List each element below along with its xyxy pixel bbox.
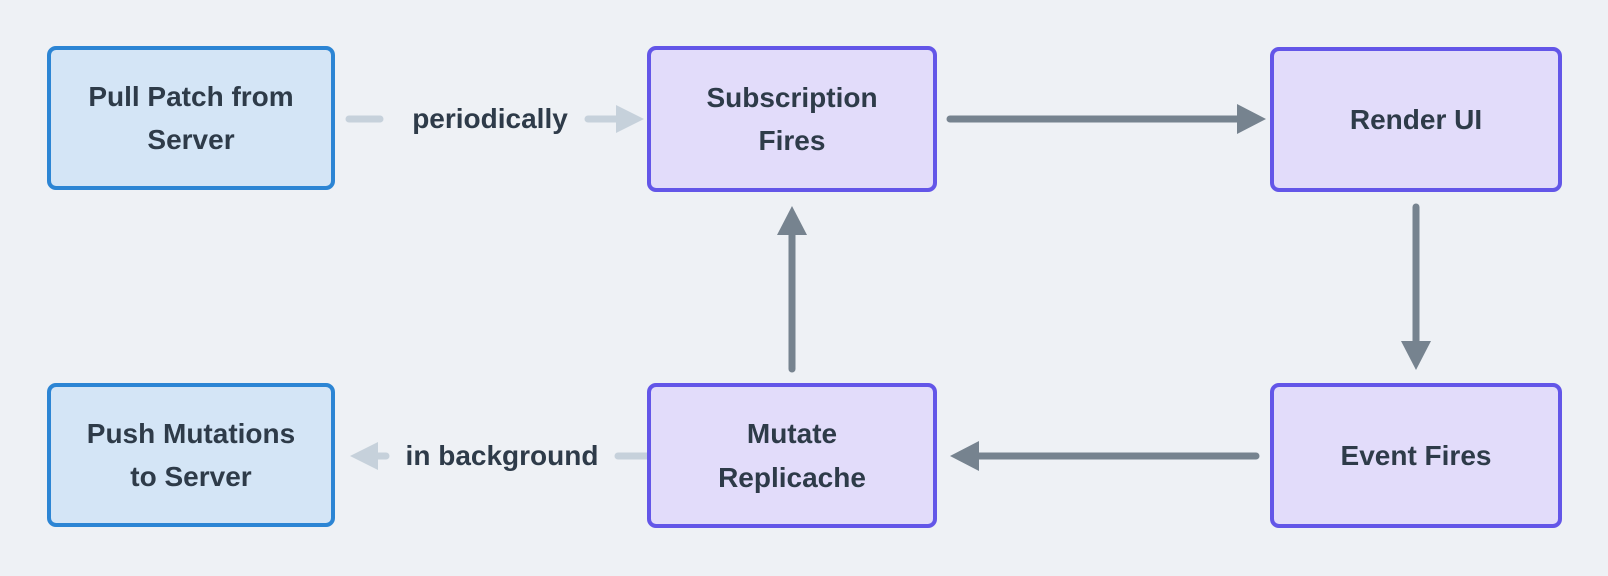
node-label: Push Mutations to Server bbox=[86, 417, 296, 492]
edge-label-periodically: periodically bbox=[412, 103, 568, 134]
node-label: Render UI bbox=[1349, 103, 1483, 135]
arrow-event-to-mutate bbox=[950, 441, 1260, 471]
arrow-mutate-to-subscription bbox=[777, 206, 807, 373]
node-event-fires: Event Fires bbox=[1270, 383, 1562, 528]
node-pull-patch-from-server: Pull Patch from Server bbox=[47, 46, 335, 190]
node-label: Event Fires bbox=[1340, 439, 1492, 471]
node-label: Subscription Fires bbox=[706, 81, 878, 156]
node-push-mutations-to-server: Push Mutations to Server bbox=[47, 383, 335, 527]
node-mutate-replicache: Mutate Replicache bbox=[647, 383, 937, 528]
node-label: Pull Patch from Server bbox=[88, 80, 294, 155]
edge-label-in-background: in background bbox=[405, 440, 599, 471]
node-render-ui: Render UI bbox=[1270, 47, 1562, 192]
arrow-render-to-event bbox=[1401, 203, 1431, 370]
arrow-subscription-to-render bbox=[946, 104, 1266, 134]
node-subscription-fires: Subscription Fires bbox=[647, 46, 937, 192]
node-label: Mutate Replicache bbox=[718, 418, 866, 493]
